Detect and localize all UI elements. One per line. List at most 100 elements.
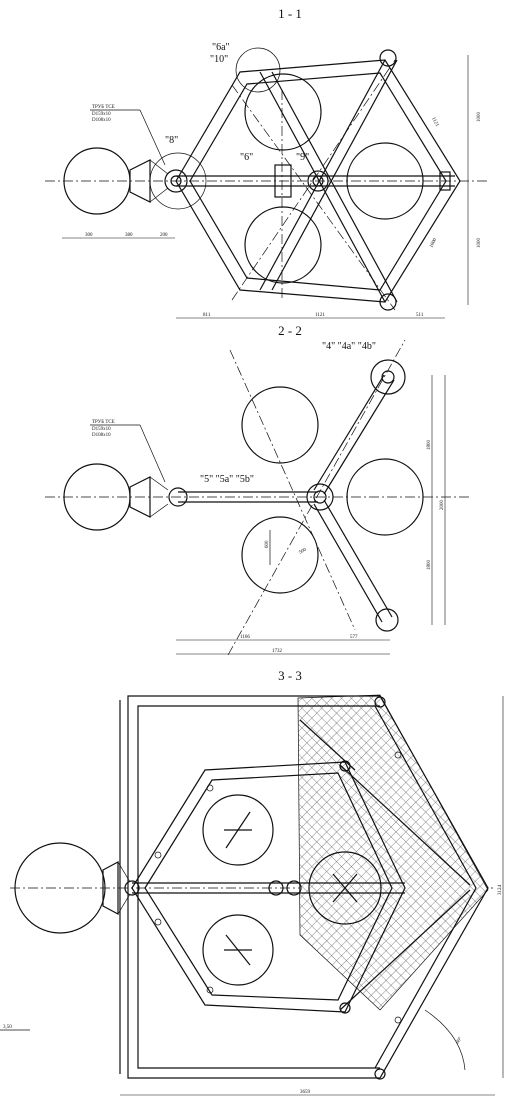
node — [370, 359, 406, 395]
arm — [323, 379, 395, 495]
brace — [259, 71, 386, 303]
callout-5: "5" "5a" "5b" — [200, 474, 254, 485]
end-block — [439, 171, 451, 191]
bolt — [154, 851, 162, 859]
section-2-2: 2 - 2 "4" "4a" "4b" "5" "5a" "5b" ТРУБ Т… — [45, 323, 470, 656]
pipe-note: D108x10 — [92, 118, 111, 123]
inner-hex — [131, 761, 406, 1013]
level-label: 3,50 — [3, 1025, 12, 1030]
dim-text: 3124 — [498, 885, 503, 896]
bolt — [206, 784, 214, 792]
pipe-note: D159x10 — [92, 427, 111, 432]
bolt — [394, 751, 402, 759]
node — [286, 880, 302, 896]
brace — [271, 71, 398, 303]
outer-frame — [137, 705, 380, 1069]
node — [124, 880, 140, 896]
brace — [271, 59, 398, 291]
detail-bubble — [149, 152, 207, 210]
section-3-title: 3 - 3 — [278, 668, 302, 683]
hex-frame-outer — [175, 59, 461, 303]
node — [170, 175, 182, 187]
node — [379, 49, 397, 67]
dim-text: 1000 — [429, 237, 438, 249]
callout-8: "8" — [165, 135, 178, 146]
pipe-note: ТРУБ ТСЕ — [92, 105, 115, 110]
leader — [139, 109, 166, 166]
leader — [139, 424, 166, 483]
x-mark — [332, 873, 358, 903]
dim-text: 1121 — [430, 117, 439, 128]
bolt — [206, 986, 214, 994]
pipe-note: D108x10 — [92, 433, 111, 438]
node — [379, 293, 397, 311]
section-2-title: 2 - 2 — [278, 323, 302, 338]
dim-text: 511 — [416, 313, 424, 318]
callout-6: "6" — [240, 152, 253, 163]
dim-text: 1121 — [315, 313, 325, 318]
dim-text: 3659 — [300, 1090, 311, 1095]
callout-9: "9" — [296, 152, 309, 163]
callout-6a: "6a" — [212, 42, 230, 53]
arm — [323, 499, 393, 618]
dim-text: 1732 — [272, 649, 283, 654]
pipe-circle — [244, 206, 322, 284]
pipe-circle — [241, 386, 319, 464]
node — [307, 170, 329, 192]
diag-axis — [227, 339, 406, 656]
node — [374, 696, 386, 708]
inner-hex — [144, 772, 393, 1001]
dim-text: 500 — [299, 547, 308, 555]
brace — [259, 59, 386, 291]
pipe-circle — [202, 914, 274, 986]
hex-frame-inner — [189, 72, 447, 291]
detail-bubble — [235, 47, 281, 93]
brace — [339, 764, 471, 886]
callout-10: "10" — [210, 54, 228, 65]
brace — [339, 889, 471, 1011]
dim-text: 577 — [350, 635, 358, 640]
node — [339, 760, 351, 772]
arm — [313, 374, 385, 491]
node — [168, 487, 188, 507]
node — [381, 370, 395, 384]
bolt — [394, 1016, 402, 1024]
dim-text: 200 — [160, 233, 168, 238]
section-1-title: 1 - 1 — [278, 6, 302, 21]
dim-text: 300 — [85, 233, 93, 238]
hatch-area — [297, 694, 489, 1011]
section-3-3: 3 - 3 — [0, 668, 504, 1096]
pipe-circle — [308, 851, 382, 925]
dim-text: 1800 — [427, 440, 432, 451]
node — [313, 490, 327, 504]
pipe-note: ТРУБ ТСЕ — [92, 420, 115, 425]
callout-4: "4" "4a" "4b" — [322, 341, 376, 352]
pipe-circle — [241, 516, 319, 594]
pipe-circle — [346, 142, 424, 220]
node — [164, 169, 188, 193]
sphere-tank — [14, 842, 106, 934]
dim-text: 811 — [203, 313, 211, 318]
dim-text: 1166 — [240, 635, 250, 640]
outer-hex — [374, 705, 477, 1069]
outer-frame — [127, 695, 380, 1079]
node — [375, 608, 399, 632]
angle-label: 60° — [456, 1037, 464, 1046]
node — [339, 1002, 351, 1014]
tank-support — [117, 861, 131, 915]
bolt — [154, 918, 162, 926]
outer-hex — [379, 695, 489, 1079]
dim-text: 380 — [125, 233, 133, 238]
dim-text: 600 — [265, 540, 270, 548]
section-1-1: 1 - 1 — [45, 6, 490, 319]
pipe-circle — [202, 794, 274, 866]
pipe-circle — [346, 458, 424, 536]
dim-text: 2000 — [440, 500, 445, 511]
dim-text: 1800 — [427, 560, 432, 571]
dim-text: 1000 — [477, 112, 482, 123]
arm — [313, 503, 383, 623]
node — [306, 483, 334, 511]
tank-support — [149, 476, 169, 518]
tank-support — [149, 159, 169, 203]
